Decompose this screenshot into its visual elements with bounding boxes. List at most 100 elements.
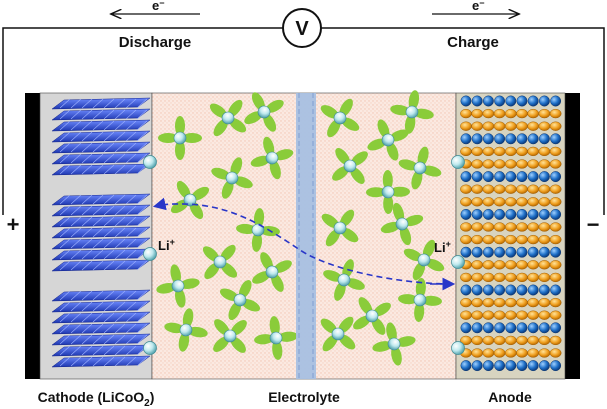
- anode-carbon-atom: [482, 297, 495, 308]
- anode-carbon-atom: [527, 159, 540, 169]
- anode-lithium-atom: [550, 95, 562, 107]
- voltmeter: V: [282, 8, 322, 48]
- anode-lithium-atom: [471, 208, 483, 220]
- solvent-molecule: [254, 316, 298, 360]
- anode-carbon-atom: [549, 335, 562, 346]
- anode-carbon-atom: [549, 108, 562, 119]
- solvent-molecule: [158, 116, 202, 160]
- cathode-label: Cathode (LiCoO2): [38, 389, 155, 409]
- anode-lithium-atom: [505, 133, 517, 145]
- crystal-layer: [51, 311, 151, 324]
- anode-carbon-atom: [471, 335, 484, 346]
- anode-carbon-atom: [516, 310, 528, 320]
- anode-lithium-atom: [471, 171, 483, 183]
- solvent-molecule: [164, 308, 208, 352]
- solvent-molecule: [320, 316, 356, 352]
- anode-lithium-atom: [516, 133, 528, 145]
- anode-carbon-atom: [504, 121, 517, 131]
- anode-carbon-atom: [516, 184, 528, 194]
- anode-carbon-atom: [538, 121, 551, 131]
- anode-carbon-atom: [549, 348, 562, 358]
- li-ion: [451, 341, 465, 355]
- anode-lithium-atom: [516, 208, 528, 220]
- anode-carbon-atom: [538, 272, 551, 283]
- li-ion-label-right: Li+: [434, 239, 451, 255]
- anode-lithium-atom: [505, 246, 517, 258]
- anode-current-collector: [565, 93, 580, 379]
- anode-lithium-atom: [494, 322, 506, 334]
- anode-lithium-atom: [494, 208, 506, 220]
- anode-lithium-atom: [460, 171, 472, 183]
- anode-carbon-atom: [482, 108, 495, 119]
- anode-lithium-atom: [494, 284, 506, 296]
- solvent-molecule: [403, 239, 445, 281]
- charge-label: Charge: [447, 34, 499, 51]
- anode-lithium-atom: [505, 360, 517, 372]
- anode-lithium-atom: [538, 360, 550, 372]
- anode-carbon-atom: [471, 272, 484, 283]
- anode-carbon-atom: [549, 272, 562, 283]
- solvent-molecule: [398, 278, 442, 322]
- anode-carbon-atom: [471, 234, 484, 245]
- anode-carbon-atom: [516, 197, 528, 207]
- crystal-layer: [51, 322, 151, 335]
- anode-lithium-atom: [538, 133, 550, 145]
- anode-carbon-atom: [538, 310, 551, 320]
- anode-lithium-atom: [527, 171, 539, 183]
- anode-carbon-atom: [516, 108, 528, 119]
- anode-lithium-atom: [505, 95, 517, 107]
- anode-carbon-atom: [482, 348, 495, 358]
- crystal-layer: [51, 119, 151, 132]
- anode-lithium-atom: [494, 171, 506, 183]
- solvent-molecule: [380, 202, 424, 246]
- anode-carbon-atom: [527, 184, 540, 194]
- anode-carbon-atom: [527, 197, 540, 207]
- solvent-molecule: [211, 157, 253, 199]
- anode-carbon-atom: [549, 184, 562, 194]
- anode-lithium-atom: [494, 133, 506, 145]
- circuit-wire: [2, 27, 605, 215]
- solvent-molecule: [219, 279, 261, 321]
- anode-lithium-atom: [460, 322, 472, 334]
- anode-carbon-atom: [460, 121, 472, 131]
- anode-carbon-atom: [493, 108, 506, 119]
- crystal-layer: [51, 215, 151, 228]
- anode-graphite-layers: [460, 95, 562, 372]
- crystal-layer: [51, 130, 151, 143]
- separator: [296, 93, 316, 379]
- anode-carbon-atom: [471, 222, 484, 232]
- anode-lithium-atom: [538, 284, 550, 296]
- crystal-layer: [51, 333, 151, 346]
- anode-carbon-atom: [516, 272, 528, 283]
- anode-carbon-atom: [493, 159, 506, 169]
- anode-carbon-atom: [482, 310, 495, 320]
- anode-carbon-atom: [482, 184, 495, 194]
- anode-lithium-atom: [527, 246, 539, 258]
- anode-carbon-atom: [538, 348, 551, 358]
- anode-carbon-atom: [493, 310, 506, 320]
- crystal-layer: [51, 289, 151, 302]
- anode-carbon-atom: [504, 234, 517, 245]
- crystal-layer: [51, 163, 151, 176]
- anode-lithium-atom: [527, 95, 539, 107]
- anode-lithium-atom: [482, 284, 494, 296]
- anode-carbon-atom: [527, 146, 540, 157]
- li-ion: [143, 341, 157, 355]
- li-ion-label-left: Li+: [158, 237, 175, 253]
- anode-carbon-atom: [482, 272, 495, 283]
- anode-lithium-atom: [550, 322, 562, 334]
- anode-lithium-atom: [527, 322, 539, 334]
- anode-carbon-atom: [549, 310, 562, 320]
- anode-carbon-atom: [516, 234, 528, 245]
- anode-carbon-atom: [549, 121, 562, 131]
- positive-terminal: +: [7, 212, 20, 237]
- anode-lithium-atom: [516, 360, 528, 372]
- solvent-molecules: [156, 90, 445, 366]
- anode-lithium-atom: [460, 284, 472, 296]
- anode-carbon-atom: [493, 197, 506, 207]
- anode-lithium-atom: [460, 95, 472, 107]
- anode-carbon-atom: [504, 272, 517, 283]
- anode-lithium-atom: [471, 322, 483, 334]
- anode-lithium-atom: [494, 360, 506, 372]
- anode-carbon-atom: [516, 348, 528, 358]
